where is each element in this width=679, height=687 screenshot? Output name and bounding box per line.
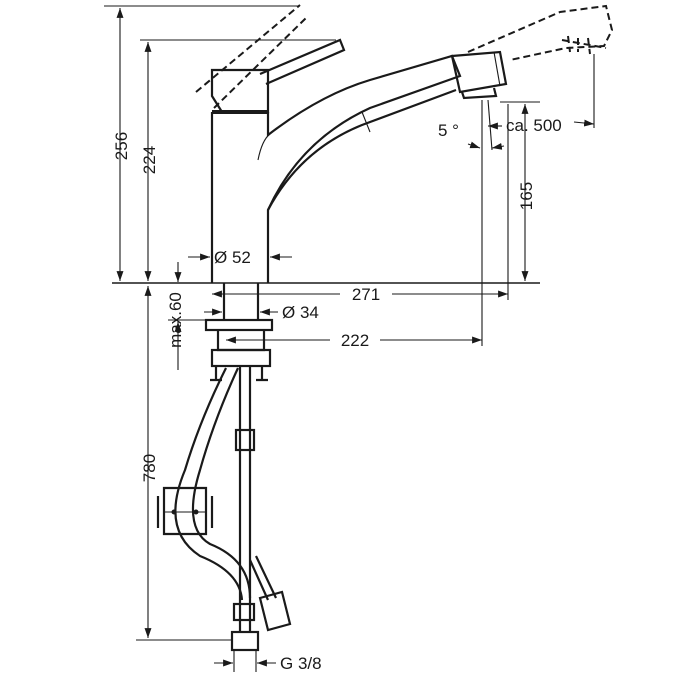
second-supply-hose — [248, 555, 277, 601]
spray-ghost — [467, 4, 614, 61]
supply-hose — [238, 366, 252, 632]
flexible-hose-outer — [174, 367, 244, 601]
body-column — [210, 54, 462, 283]
spout-joint — [361, 111, 371, 133]
connector-nut-a — [232, 602, 256, 622]
spray-ghost-head — [561, 35, 607, 55]
dim-d52-label: Ø 52 — [214, 248, 251, 267]
body-contour-inner — [257, 133, 271, 161]
lever-raised-ghost — [195, 4, 307, 109]
dim-222-label: 222 — [341, 331, 369, 350]
handle-cap — [210, 68, 270, 114]
dim-165-label: 165 — [517, 182, 536, 210]
hose-fitting-upper — [234, 428, 256, 452]
fixing-screws — [210, 366, 268, 382]
spray-head — [450, 50, 508, 94]
hose-weight — [156, 486, 214, 536]
dim-max60-label: max.60 — [166, 292, 185, 348]
spout-lower — [267, 88, 457, 211]
connector-nut-b — [230, 630, 260, 652]
side-connector — [258, 590, 292, 632]
faucet-body — [112, 4, 614, 652]
dim-ca500-label: ca. 500 — [506, 116, 562, 135]
dim-256-label: 256 — [112, 132, 131, 160]
dimension-lines — [104, 5, 595, 672]
mounting-plate — [204, 318, 274, 332]
dim-780-label: 780 — [140, 454, 159, 482]
lever — [259, 38, 346, 86]
dim-271-label: 271 — [352, 285, 380, 304]
dim-224-label: 224 — [140, 146, 159, 174]
flexible-hose-inner — [191, 367, 252, 599]
dim-angle-5-label: 5 ° — [438, 121, 459, 140]
dim-d34-label: Ø 34 — [282, 303, 319, 322]
fixing-ring — [210, 348, 272, 368]
shank — [222, 283, 260, 320]
dim-g38-label: G 3/8 — [280, 654, 322, 673]
spray-nozzle — [460, 87, 498, 100]
